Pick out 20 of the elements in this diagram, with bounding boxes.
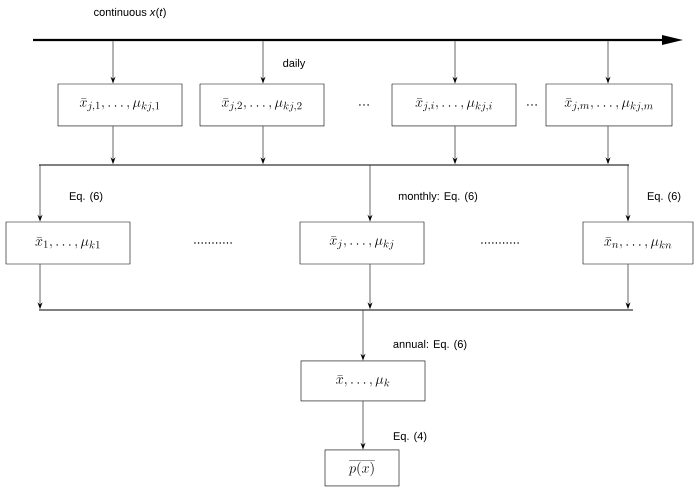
edge-label: annual: Eq. (6)	[392, 338, 468, 352]
formula-box: $\bar{x}_{j},\ldots,\mu_{kj}$	[300, 222, 424, 264]
ellipsis: …	[527, 104, 537, 106]
ellipsis: …	[359, 104, 369, 106]
edge-label: monthly: Eq. (6)	[397, 190, 479, 204]
formula-box: $\bar{x}_{j,1},\ldots,\mu_{kj,1}$	[58, 84, 182, 126]
formula-box: $\overline{p(x)}$	[324, 450, 400, 486]
edge-label: daily	[282, 58, 306, 70]
formula-box: $\bar{x}_{1},\ldots,\mu_{k1}$	[6, 222, 130, 264]
formula-box: $\bar{x}_{j,2},\ldots,\mu_{kj,2}$	[200, 84, 324, 126]
ellipsis: ...........	[481, 242, 519, 244]
edge-label: Eq. (6)	[68, 190, 104, 204]
formula-box: $\bar{x}_{n},\ldots,\mu_{kn}$	[582, 222, 694, 264]
ellipsis: ...........	[194, 242, 232, 244]
timeline-label: continuous x(t)	[94, 8, 166, 18]
formula-box: $\bar{x}_{j,i},\ldots,\mu_{kj,i}$	[392, 84, 516, 126]
edge-label: Eq. (6)	[646, 190, 682, 204]
formula-box: $\bar{x}_{j,m},\ldots,\mu_{kj,m}$	[546, 84, 672, 126]
formula-box: $\bar{x},\ldots,\mu_{k}$	[300, 360, 426, 402]
edge-label: Eq. (4)	[392, 430, 428, 444]
